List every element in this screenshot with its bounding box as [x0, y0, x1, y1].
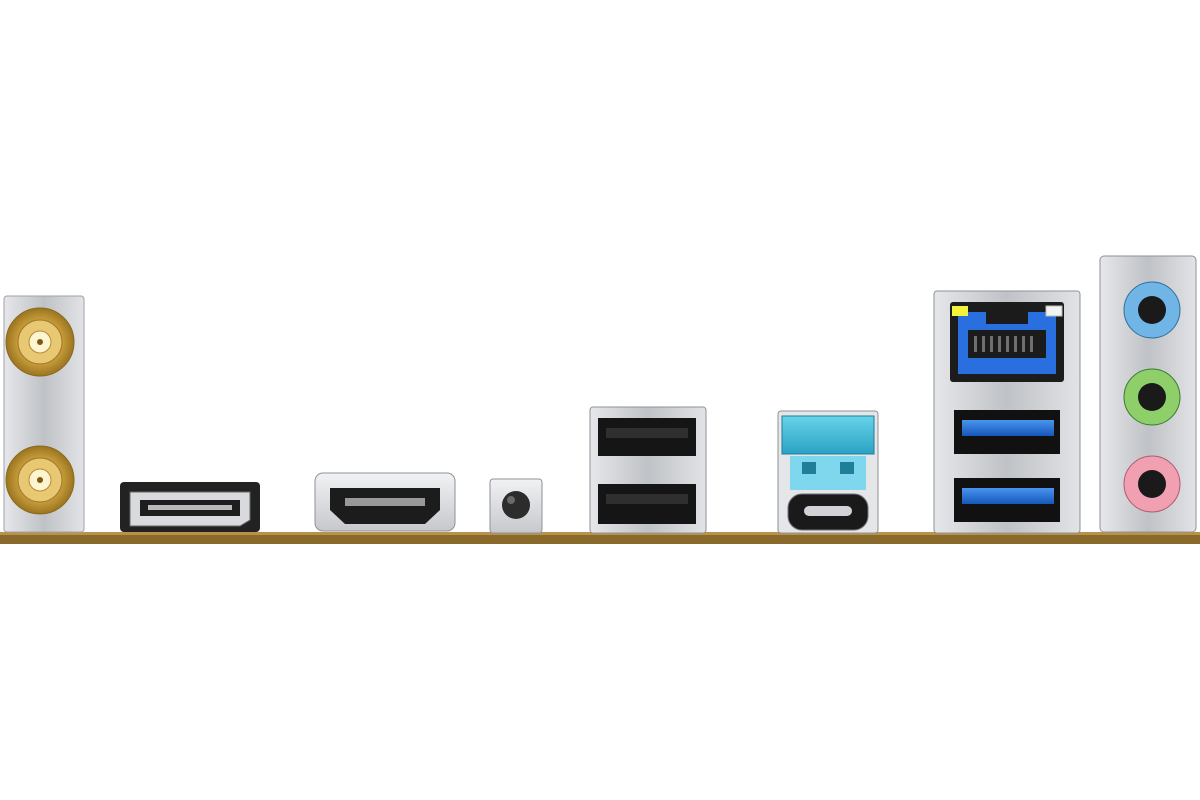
audio-jack-blue [1123, 281, 1181, 339]
audio-jack-pink [1123, 455, 1181, 513]
lan-port [950, 302, 1064, 382]
lan-and-usb3-stack [933, 290, 1081, 534]
audio-jack-green [1123, 368, 1181, 426]
usb-a-and-usb-c-combo [777, 410, 879, 534]
antenna-connector-bottom [5, 445, 75, 515]
usb-a-port-top [598, 418, 696, 456]
displayport-connector [120, 482, 260, 532]
wifi-antenna-connectors [3, 295, 85, 533]
usb-2-stack [589, 406, 707, 534]
usb3-port-bottom [954, 478, 1060, 522]
usb3-port-top [954, 410, 1060, 454]
usb-c-port [787, 493, 869, 531]
antenna-connector-top [5, 307, 75, 377]
usb-a-port-bottom [598, 484, 696, 524]
audio-jacks [1099, 255, 1197, 533]
pcb-edge [0, 532, 1200, 544]
bios-flashback-button [489, 478, 543, 534]
hdmi-connector [314, 472, 456, 532]
